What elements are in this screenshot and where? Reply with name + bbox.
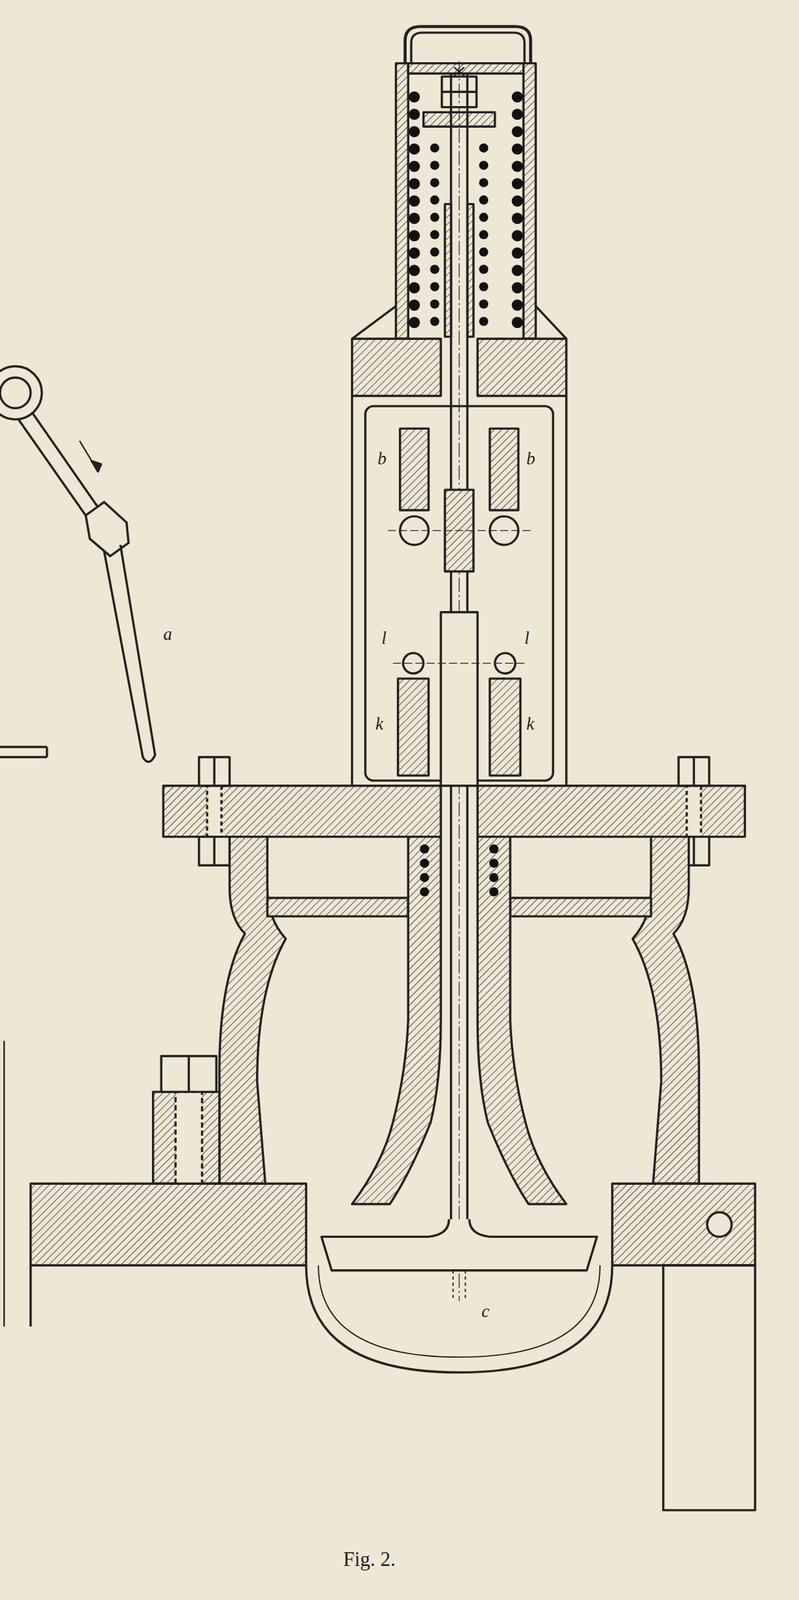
part-letter: b <box>375 449 389 469</box>
part-letter: k <box>524 714 537 734</box>
part-letter: b <box>524 449 538 469</box>
part-letter: a <box>161 624 175 644</box>
part-letter: c <box>479 1301 492 1321</box>
part-letter: k <box>373 714 386 734</box>
part-letter: l <box>379 628 390 648</box>
part-letter: l <box>522 628 532 648</box>
figure-caption: Fig. 2. <box>343 1548 396 1570</box>
